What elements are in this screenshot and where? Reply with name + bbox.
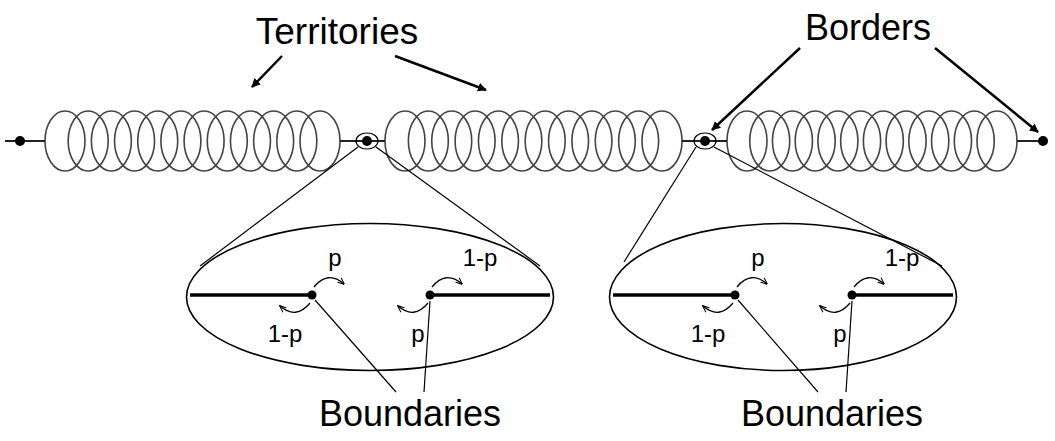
coil-winding <box>91 111 131 171</box>
coil-winding <box>954 111 994 171</box>
callout-label: Boundaries <box>319 393 501 434</box>
hop-arrow <box>280 278 884 313</box>
zoom-ellipse: p 1-p 1-p p <box>608 222 958 372</box>
coil-winding <box>45 111 85 171</box>
coil-winding <box>932 111 972 171</box>
coil-winding <box>841 111 881 171</box>
probability-label: p <box>328 244 341 272</box>
coil-winding <box>230 111 270 171</box>
hop-arrow <box>737 278 767 287</box>
coil-winding <box>300 111 340 171</box>
title-label: Borders <box>805 7 931 48</box>
coil-winding <box>977 111 1017 171</box>
coil-winding <box>772 111 812 171</box>
coil-winding <box>619 111 659 171</box>
coil-winding <box>432 111 472 171</box>
boundary-dot <box>308 291 857 300</box>
zoom-marker <box>200 133 942 266</box>
probability-label: 1-p <box>268 320 303 348</box>
ellipse-outline <box>185 222 555 372</box>
hop-arrow <box>703 303 733 312</box>
coil-winding <box>549 111 589 171</box>
coil-winding <box>525 111 565 171</box>
coil-winding <box>595 111 635 171</box>
probability-label: 1-p <box>463 244 498 272</box>
leader-line <box>315 300 852 392</box>
border-dot <box>15 136 1048 146</box>
probability-label: 1-p <box>885 244 920 272</box>
coil-winding <box>408 111 448 171</box>
title-label: Territories <box>256 11 418 54</box>
callout-label: Boundaries <box>741 393 923 434</box>
coil-winding <box>502 111 542 171</box>
coil-winding <box>642 111 682 171</box>
zoom-ellipse: p 1-p 1-p p <box>185 222 555 372</box>
coil-winding <box>161 111 201 171</box>
hop-arrow <box>820 303 850 312</box>
coil-winding <box>184 111 224 171</box>
coil-winding <box>795 111 835 171</box>
hop-arrow <box>432 278 462 287</box>
hop-arrow <box>280 303 310 312</box>
probability-label: p <box>833 320 846 348</box>
probability-label: p <box>751 244 764 272</box>
coil-winding <box>909 111 949 171</box>
coil-winding <box>572 111 612 171</box>
coil-winding <box>727 111 767 171</box>
probability-label: 1-p <box>691 320 726 348</box>
coil-winding <box>750 111 790 171</box>
coil-winding <box>863 111 903 171</box>
hop-arrow <box>398 303 428 312</box>
territory-segment <box>190 293 953 297</box>
coil-winding <box>138 111 178 171</box>
coil-winding <box>254 111 294 171</box>
coil-winding <box>455 111 495 171</box>
wire <box>5 140 1043 142</box>
coil-winding <box>886 111 926 171</box>
coil-winding <box>115 111 155 171</box>
pointer-arrow <box>252 48 1038 132</box>
coil-winding <box>385 111 425 171</box>
spring-coils <box>45 111 1017 171</box>
coil-winding <box>277 111 317 171</box>
coil-winding <box>207 111 247 171</box>
coil-winding <box>818 111 858 171</box>
coil-winding <box>68 111 108 171</box>
probability-label: p <box>411 320 424 348</box>
hop-arrow <box>854 278 884 287</box>
hop-arrow <box>314 278 344 287</box>
coil-winding <box>478 111 518 171</box>
